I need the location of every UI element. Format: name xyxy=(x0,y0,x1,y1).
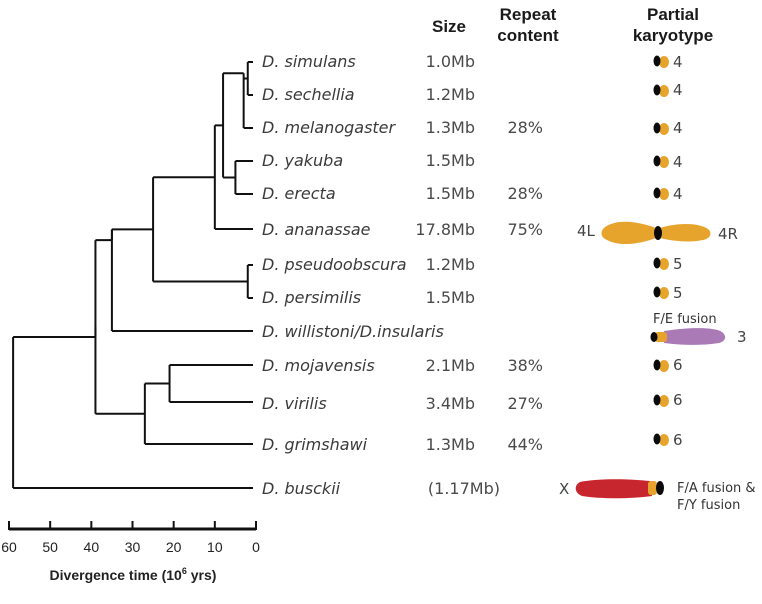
size-value: 1.3Mb xyxy=(426,118,475,137)
size-column: 1.0Mb 1.2Mb 1.3Mb 1.5Mb 1.5Mb 17.8Mb 1.2… xyxy=(415,52,500,498)
fusion-note: F/E fusion xyxy=(653,312,717,327)
chromosome-label: 4 xyxy=(673,153,683,171)
chromosome-label: 6 xyxy=(673,431,683,449)
species-name-willistoni: D. willistoni/D.insularis xyxy=(262,322,444,341)
dot-chromosome xyxy=(653,122,669,135)
axis-tick-label: 30 xyxy=(125,539,141,555)
dot-chromosome xyxy=(653,359,669,372)
axis-tick-label: 40 xyxy=(84,539,100,555)
fusion-note-line2: F/Y fusion xyxy=(677,498,740,513)
size-value: 17.8Mb xyxy=(415,220,475,239)
chromosome-label: 4 xyxy=(673,185,683,203)
axis-tick-label: 0 xyxy=(252,539,260,555)
size-value: 2.1Mb xyxy=(426,356,475,375)
chromosome-label: 5 xyxy=(673,284,683,302)
chromosome-label: 6 xyxy=(673,391,683,409)
repeat-header-line2: content xyxy=(497,26,559,45)
size-value: 3.4Mb xyxy=(426,394,475,413)
species-name-yakuba: D. yakuba xyxy=(262,151,343,170)
repeat-value: 28% xyxy=(507,118,543,137)
dot-chromosome xyxy=(653,257,669,270)
axis-tick-label: 20 xyxy=(166,539,182,555)
axis-tick-label: 50 xyxy=(42,539,58,555)
species-name-melanogaster: D. melanogaster xyxy=(262,118,397,137)
species-rows: D. simulans D. sechellia D. melanogaster… xyxy=(262,52,444,498)
chromosome-label: 4 xyxy=(673,81,683,99)
busckii-chromosome xyxy=(575,479,664,499)
species-name-busckii: D. busckii xyxy=(262,479,341,498)
chromosome-label: 4 xyxy=(673,53,683,71)
size-header: Size xyxy=(432,17,466,36)
repeat-header-line1: Repeat xyxy=(500,5,557,24)
chromosome-label: 5 xyxy=(673,255,683,273)
size-value: 1.5Mb xyxy=(426,151,475,170)
size-value: 1.2Mb xyxy=(426,85,475,104)
karyotype-header-line1: Partial xyxy=(647,5,699,24)
size-value: 1.5Mb xyxy=(426,184,475,203)
dot-chromosome xyxy=(653,155,669,168)
repeat-value: 75% xyxy=(507,220,543,239)
size-value: (1.17Mb) xyxy=(428,479,500,498)
axis-tick-label: 60 xyxy=(1,539,17,555)
dot-chromosome xyxy=(653,286,669,299)
arm-right-label: 4R xyxy=(718,225,738,243)
species-name-persimilis: D. persimilis xyxy=(262,288,361,307)
karyotype-header-line2: karyotype xyxy=(633,26,713,45)
species-name-simulans: D. simulans xyxy=(262,52,356,71)
size-value: 1.5Mb xyxy=(426,288,475,307)
species-name-sechellia: D. sechellia xyxy=(262,85,355,104)
axis-tick-label: 10 xyxy=(207,539,223,555)
ananassae-chromosome xyxy=(601,221,711,245)
species-name-erecta: D. erecta xyxy=(262,184,336,203)
phylogenetic-tree xyxy=(12,61,253,489)
species-name-pseudoobscura: D. pseudoobscura xyxy=(262,255,407,274)
chromosome-x-label: X xyxy=(559,480,569,498)
size-value: 1.0Mb xyxy=(426,52,475,71)
dot-chromosome xyxy=(653,187,669,200)
species-name-virilis: D. virilis xyxy=(262,394,327,413)
karyotype-column: 4 4 4 4 4 4L 4R 5 5 xyxy=(559,53,756,513)
repeat-value: 38% xyxy=(507,356,543,375)
repeat-column: 28% 28% 75% 38% 27% 44% xyxy=(507,118,543,454)
chromosome-label: 3 xyxy=(737,328,747,346)
fusion-note-line1: F/A fusion & xyxy=(677,481,756,496)
chromosome-label: 6 xyxy=(673,356,683,374)
size-value: 1.2Mb xyxy=(426,255,475,274)
repeat-value: 28% xyxy=(507,184,543,203)
dot-chromosome xyxy=(653,84,669,97)
willistoni-chromosome xyxy=(650,328,726,345)
divergence-axis: 60 50 40 30 20 10 0 xyxy=(1,521,260,555)
dot-chromosome xyxy=(653,433,669,446)
species-name-mojavensis: D. mojavensis xyxy=(262,356,375,375)
axis-title: Divergence time (106 yrs) xyxy=(50,566,217,583)
arm-left-label: 4L xyxy=(577,222,596,240)
repeat-value: 27% xyxy=(507,394,543,413)
chromosome-label: 4 xyxy=(673,119,683,137)
size-value: 1.3Mb xyxy=(426,435,475,454)
dot-chromosome xyxy=(653,394,669,407)
repeat-value: 44% xyxy=(507,435,543,454)
dot-chromosome xyxy=(653,55,669,68)
species-name-ananassae: D. ananassae xyxy=(262,220,371,239)
species-name-grimshawi: D. grimshawi xyxy=(262,435,368,454)
